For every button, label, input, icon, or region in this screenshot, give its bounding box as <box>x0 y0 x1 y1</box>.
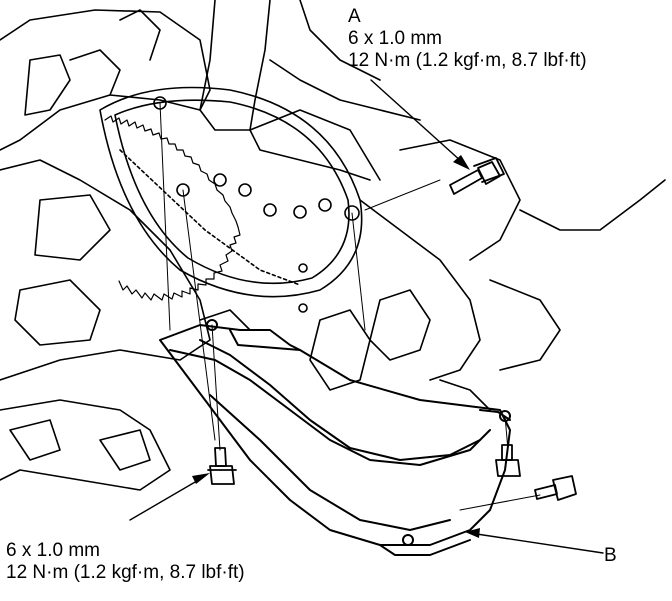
callout-arrows <box>129 79 604 554</box>
callout-a-letter: A <box>348 6 361 27</box>
callout-a-size: 6 x 1.0 mm <box>348 28 442 49</box>
callout-b: B <box>604 545 617 567</box>
bolt-right-small <box>495 444 521 477</box>
bolt-left <box>207 447 237 485</box>
arrow-head-left <box>192 473 210 484</box>
callout-a: A 6 x 1.0 mm 12 N·m (1.2 kgf·m, 8.7 lbf·… <box>348 6 587 72</box>
callout-a-torque: 12 N·m (1.2 kgf·m, 8.7 lbf·ft) <box>348 50 587 71</box>
callout-b-letter: B <box>604 545 617 566</box>
bolt-right <box>534 475 577 501</box>
callout-left-bolts: 6 x 1.0 mm 12 N·m (1.2 kgf·m, 8.7 lbf·ft… <box>6 540 245 584</box>
cover-b <box>159 319 511 556</box>
alignment-lines <box>159 102 541 511</box>
callout-left-size: 6 x 1.0 mm <box>6 540 100 561</box>
arrow-head-a <box>453 155 470 170</box>
arrow-head-b <box>465 528 480 538</box>
callout-left-torque: 12 N·m (1.2 kgf·m, 8.7 lbf·ft) <box>6 562 245 583</box>
flywheel <box>99 86 363 313</box>
bolt-a <box>449 157 505 195</box>
upper-arm <box>199 0 421 181</box>
ring-gear-teeth <box>104 115 241 301</box>
engine-block <box>0 9 666 491</box>
